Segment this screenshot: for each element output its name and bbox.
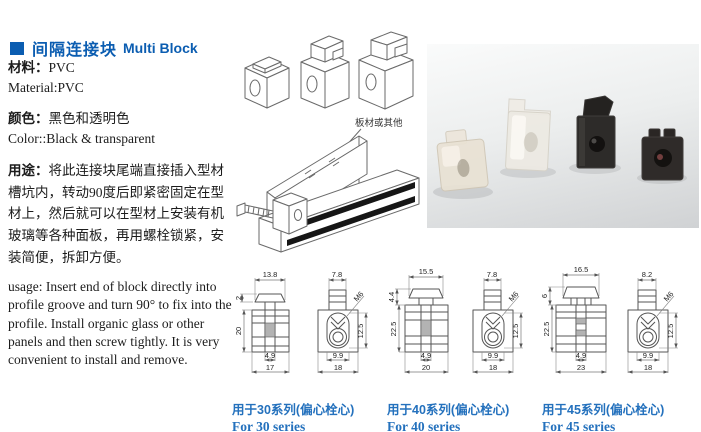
usage-label: 用途： bbox=[8, 163, 49, 179]
color-label: 颜色： bbox=[8, 111, 49, 127]
drawing-group-45-series: 16.5 6 22.5 4.9 23 M6 bbox=[540, 260, 701, 432]
front-cap bbox=[254, 293, 286, 303]
dim-side-slot-height: 12.5 bbox=[356, 324, 365, 339]
series-label-zh: 用于45系列(偏心栓心) bbox=[542, 403, 665, 417]
usage-paragraph-en: usage: Insert end of block directly into… bbox=[8, 279, 232, 368]
drawing-group-30-series: 13.8 2 20 4.9 17 bbox=[230, 260, 385, 432]
dim-front-body-width: 23 bbox=[577, 363, 585, 372]
drawing-45-series: 16.5 6 22.5 4.9 23 M6 bbox=[540, 265, 678, 374]
dim-side-thread: M6 bbox=[352, 290, 366, 304]
photo-block-black-small bbox=[641, 128, 684, 181]
page-title-en: Multi Block bbox=[123, 40, 198, 56]
material-value: PVC bbox=[48, 60, 75, 75]
usage-paragraph-zh: 用途：将此连接块尾端直接插入型材槽坑内，转动90度后即紧密固定在型材上，然后就可… bbox=[8, 160, 236, 268]
series-label-en: For 45 series bbox=[542, 419, 616, 432]
dim-front-cap-height: 6 bbox=[540, 294, 549, 298]
color-value: 黑色和透明色 bbox=[48, 111, 130, 127]
dim-side-body-width: 18 bbox=[334, 363, 342, 372]
drawing-40-series: 15.5 4.4 22.5 4.9 20 M6 bbox=[387, 267, 523, 374]
dim-front-body-height: 20 bbox=[234, 327, 243, 335]
drawing-group-40-series: 15.5 4.4 22.5 4.9 20 M6 bbox=[385, 260, 540, 432]
material-label: 材料： bbox=[8, 60, 49, 75]
side-slot bbox=[326, 312, 350, 349]
dim-front-top-width: 15.5 bbox=[419, 267, 434, 276]
multi-block-on-rail bbox=[272, 192, 308, 235]
dim-side-body-width: 18 bbox=[489, 363, 497, 372]
side-slot bbox=[636, 312, 660, 349]
product-photo bbox=[427, 44, 699, 228]
dim-front-slot-width: 4.9 bbox=[576, 351, 586, 360]
material-line-zh: 材料：PVC bbox=[8, 58, 236, 78]
front-hatch bbox=[264, 322, 276, 338]
dim-side-top-width: 7.8 bbox=[332, 270, 342, 279]
dimension-drawings-row: 13.8 2 20 4.9 17 bbox=[230, 260, 701, 432]
isometric-blocks-drawing bbox=[244, 31, 414, 110]
series-label-en: For 40 series bbox=[387, 419, 461, 432]
photo-block-transparent-tall bbox=[505, 98, 552, 172]
usage-text-zh: 将此连接块尾端直接插入型材槽坑内，转动90度后即紧密固定在型材上，然后就可以在型… bbox=[8, 163, 224, 265]
dim-front-body-height: 22.5 bbox=[542, 322, 551, 337]
page-title-zh: 间隔连接块 bbox=[32, 42, 118, 59]
series-label-zh: 用于30系列(偏心栓心) bbox=[232, 403, 355, 417]
panel-callout-label: 板材或其他 bbox=[355, 117, 403, 129]
iso-block-3 bbox=[358, 31, 414, 110]
dim-front-slot-width: 4.9 bbox=[421, 351, 431, 360]
front-cap bbox=[408, 288, 444, 299]
side-slot bbox=[481, 312, 505, 349]
drawing-30-series: 13.8 2 20 4.9 17 bbox=[234, 270, 368, 374]
color-line-zh: 颜色：黑色和透明色 bbox=[8, 109, 236, 129]
dim-front-body-height: 22.5 bbox=[389, 322, 398, 337]
assembly-drawing: 板材或其他 bbox=[236, 117, 420, 253]
dim-side-body-width: 18 bbox=[644, 363, 652, 372]
side-stem bbox=[637, 289, 657, 311]
dim-front-body-width: 17 bbox=[266, 363, 274, 372]
color-line-en: Color::Black & transparent bbox=[8, 130, 155, 146]
series-label-zh: 用于40系列(偏心栓心) bbox=[387, 403, 510, 417]
section-header: 间隔连接块 Multi Block bbox=[10, 36, 198, 60]
material-line-en: Material:PVC bbox=[8, 79, 84, 95]
series-label-en: For 30 series bbox=[232, 419, 306, 432]
dim-front-cap-height: 4.4 bbox=[387, 292, 396, 302]
side-stem bbox=[483, 289, 502, 311]
dim-side-slot-height: 12.5 bbox=[511, 324, 520, 339]
front-cap bbox=[562, 286, 600, 299]
screw bbox=[236, 202, 274, 219]
front-hatch bbox=[575, 317, 587, 325]
iso-block-2 bbox=[300, 35, 350, 109]
dim-front-top-width: 16.5 bbox=[574, 265, 589, 274]
dim-side-top-width: 8.2 bbox=[642, 270, 652, 279]
dim-front-cap-height: 2 bbox=[234, 296, 243, 300]
product-photo-art bbox=[433, 95, 687, 199]
iso-block-1 bbox=[244, 56, 290, 109]
dim-side-slot-width: 9.9 bbox=[333, 351, 343, 360]
dim-front-body-width: 20 bbox=[422, 363, 430, 372]
blue-square-bullet-icon bbox=[10, 41, 24, 55]
spec-panel: 材料：PVC Material:PVC 颜色：黑色和透明色 Color::Bla… bbox=[8, 58, 236, 369]
dim-side-slot-height: 12.5 bbox=[666, 324, 675, 339]
photo-block-transparent-small bbox=[436, 129, 489, 192]
dim-side-top-width: 7.8 bbox=[487, 270, 497, 279]
dim-front-slot-width: 4.9 bbox=[265, 351, 275, 360]
dim-side-slot-width: 9.9 bbox=[488, 351, 498, 360]
front-hatch bbox=[575, 329, 587, 337]
photo-block-black-tall bbox=[576, 95, 616, 169]
dim-side-slot-width: 9.9 bbox=[643, 351, 653, 360]
dim-front-top-width: 13.8 bbox=[263, 270, 278, 279]
dim-side-thread: M6 bbox=[507, 290, 521, 304]
side-stem bbox=[328, 289, 347, 311]
front-hatch bbox=[420, 319, 432, 337]
dim-side-thread: M6 bbox=[662, 290, 676, 304]
